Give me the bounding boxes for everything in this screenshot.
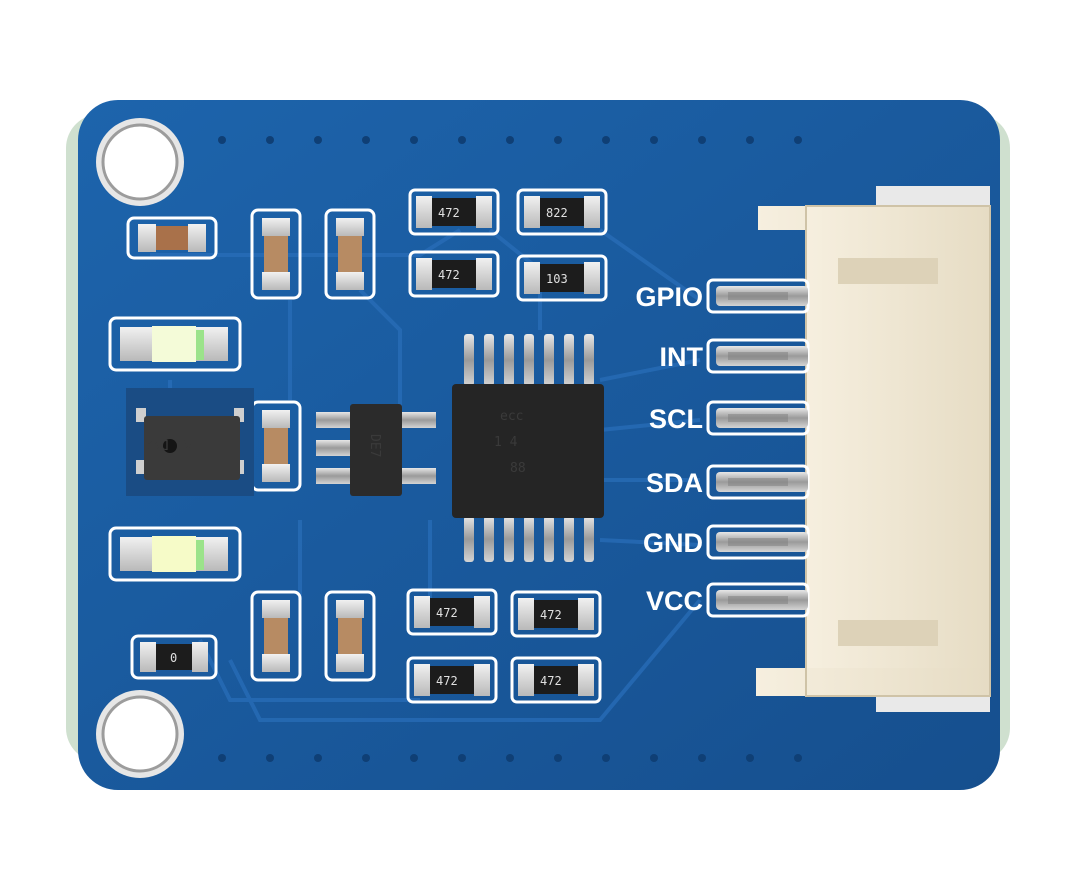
led-top (108, 316, 242, 372)
capacitor (250, 590, 302, 682)
capacitor (250, 208, 302, 300)
ic-marking-line-3: 88 (510, 461, 526, 476)
resistor: 472 (406, 588, 498, 636)
pin-gpio: GPIO (635, 278, 810, 314)
capacitor (324, 208, 376, 300)
jumper-resistor: 0 (130, 634, 218, 680)
ic-pin (584, 516, 594, 562)
ic-pin (504, 334, 514, 386)
ic-pin (504, 516, 514, 562)
via (506, 754, 514, 762)
via (266, 754, 274, 762)
copper-traces (150, 228, 702, 722)
ic-pin (564, 334, 574, 386)
via (698, 136, 706, 144)
via (266, 136, 274, 144)
resistor: 472 (408, 188, 500, 236)
resistor: 822 (516, 188, 608, 236)
via (746, 754, 754, 762)
ic-pin (484, 334, 494, 386)
smd-components: 472 822 472 103 472 472 472 472 0 (126, 188, 608, 704)
connector-pins: GPIO INT SCL SDA GND VCC (635, 278, 810, 618)
resistor: 103 (516, 254, 608, 302)
pin-label: SDA (646, 468, 703, 498)
via (554, 754, 562, 762)
resistor-marking: 103 (546, 272, 568, 286)
ic-marking-line-1: ecc (500, 409, 523, 424)
resistor: 472 (510, 590, 602, 638)
via-row-bottom (218, 754, 802, 762)
ic-pin (464, 334, 474, 386)
resistor-marking: 822 (546, 206, 568, 220)
via (362, 136, 370, 144)
pin-scl: SCL (649, 400, 810, 436)
ic-pin (524, 516, 534, 562)
pin-label: GND (643, 528, 703, 558)
jst-connector (756, 186, 991, 712)
via (746, 136, 754, 144)
ic-pin (564, 516, 574, 562)
pin-gnd: GND (643, 524, 810, 560)
via (458, 754, 466, 762)
via (314, 754, 322, 762)
ic-pin (524, 334, 534, 386)
main-ic: ecc 1 4 88 (452, 334, 604, 562)
via (410, 754, 418, 762)
resistor-marking: 472 (540, 608, 562, 622)
mounting-hole-top-left (96, 118, 184, 206)
ic-pin (464, 516, 474, 562)
via (554, 136, 562, 144)
via (650, 754, 658, 762)
via (218, 136, 226, 144)
resistor: 472 (408, 250, 500, 298)
ic-pin (544, 516, 554, 562)
pin-label: VCC (646, 586, 703, 616)
pin-label: SCL (649, 404, 703, 434)
pin-int: INT (660, 338, 810, 374)
resistor-marking: 472 (438, 268, 460, 282)
via (602, 754, 610, 762)
sensor-marking: AD DN2 (145, 436, 192, 451)
capacitor (324, 590, 376, 682)
via-row-top (218, 136, 802, 144)
resistor-marking: 472 (436, 606, 458, 620)
resistor-marking: 472 (540, 674, 562, 688)
ic-pin (484, 516, 494, 562)
resistor-marking: 472 (436, 674, 458, 688)
pin-sda: SDA (646, 464, 810, 500)
via (218, 754, 226, 762)
mounting-hole-bottom-left (96, 690, 184, 778)
jumper-marking: 0 (170, 651, 177, 665)
via (794, 136, 802, 144)
pin-vcc: VCC (646, 582, 810, 618)
via (410, 136, 418, 144)
via (602, 136, 610, 144)
via (314, 136, 322, 144)
via (458, 136, 466, 144)
ic-pin (584, 334, 594, 386)
regulator-marking: DE7 (367, 434, 382, 457)
resistor-marking: 472 (438, 206, 460, 220)
resistor: 472 (510, 656, 602, 704)
light-sensor-chip: AD DN2 (126, 388, 254, 496)
via (794, 754, 802, 762)
via (650, 136, 658, 144)
capacitor (126, 216, 218, 260)
resistor: 472 (406, 656, 498, 704)
led-bottom (108, 526, 242, 582)
via (362, 754, 370, 762)
via (698, 754, 706, 762)
pin-label: GPIO (635, 282, 703, 312)
via (506, 136, 514, 144)
voltage-regulator: DE7 (316, 404, 436, 496)
pin-label: INT (660, 342, 704, 372)
ic-pin (544, 334, 554, 386)
ic-marking-line-2: 1 4 (494, 435, 518, 450)
